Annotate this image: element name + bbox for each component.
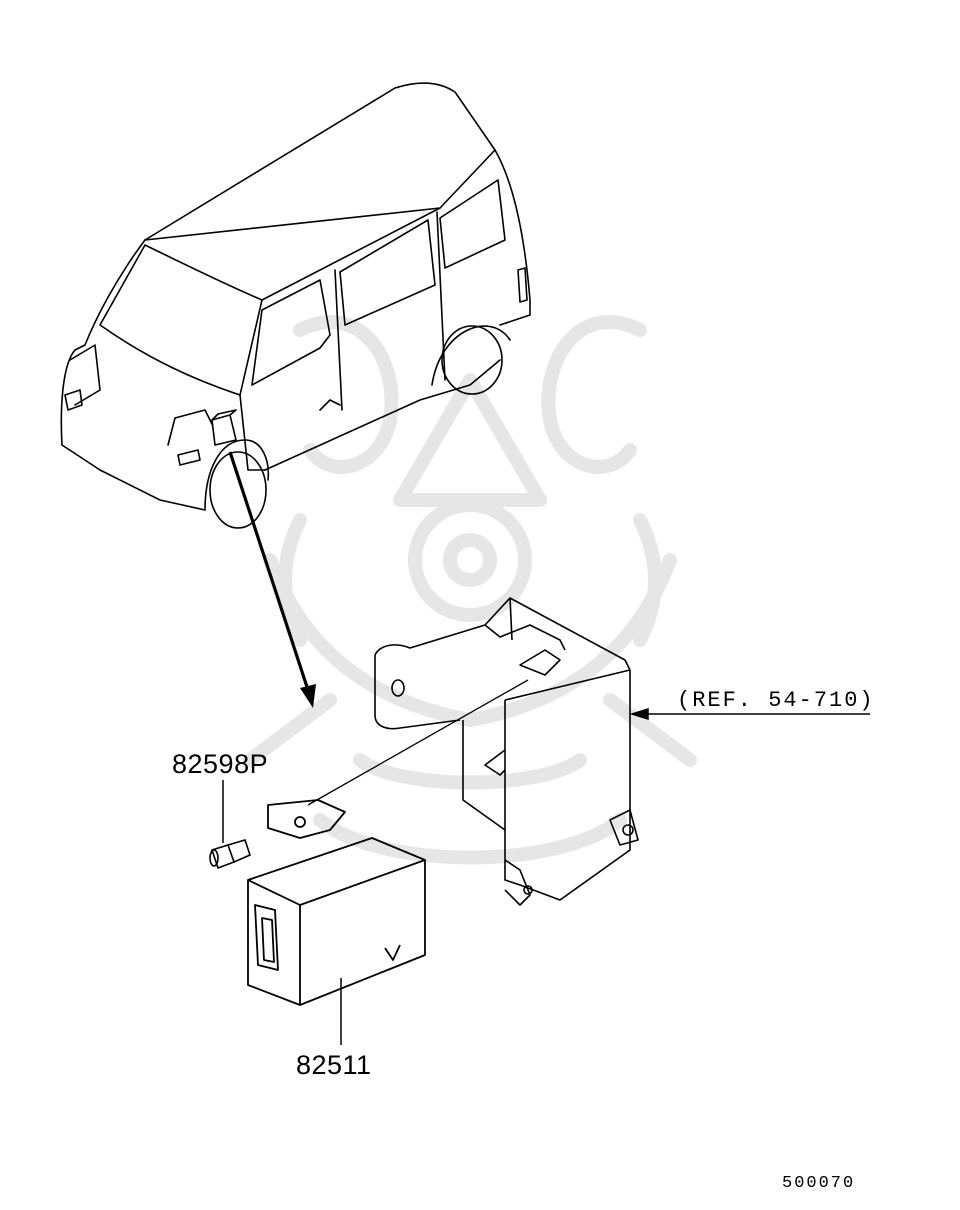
reference-arrowhead: [629, 707, 649, 721]
van-illustration: [60, 82, 531, 529]
bolt-part: [209, 839, 251, 870]
mounting-bracket: [307, 597, 639, 906]
module-part-number-label: 82511: [296, 1050, 372, 1080]
figure-number-label: 500070: [782, 1174, 856, 1193]
bracket-reference-label: (REF. 54-710): [677, 688, 875, 713]
callout-leaders: [222, 707, 870, 1045]
bolt-part-number-label: 82598P: [172, 749, 269, 779]
watermark-crest: [243, 315, 697, 865]
location-arrow: [228, 451, 316, 708]
